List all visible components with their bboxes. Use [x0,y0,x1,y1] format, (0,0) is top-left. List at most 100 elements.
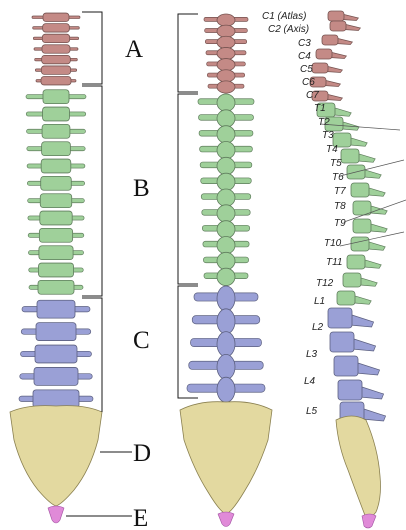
lateral-vertebra-t3 [333,133,367,147]
vertebra-label: T5 [330,158,342,169]
lateral-body-5 [312,63,328,73]
lateral-process-10 [349,138,367,146]
lateral-vertebra-t12 [337,291,371,305]
lateral-vertebra-t2 [325,117,359,131]
region-letter-b: B [133,175,150,202]
lateral-process-18 [359,278,377,286]
lateral-vertebra-c5 [312,63,342,73]
vertebra-label: C5 [300,64,313,75]
posterior-thoracic-vertebra-spinous-4 [217,142,235,159]
vertebra-label: L2 [312,322,324,333]
anterior-lumbar [19,300,93,408]
anterior-cervical [32,13,80,85]
vertebra-label: C3 [298,38,311,49]
lateral-vertebrae [310,11,387,422]
vertebra-label: T11 [326,257,343,268]
bracket-posterior-thoracic [178,94,198,284]
posterior-cervical [204,14,248,93]
lateral-process-11 [357,154,375,162]
lateral-body-16 [351,237,369,251]
anterior-thoracic [26,90,86,295]
lateral-process-12 [363,170,381,178]
vertebra-label: C7 [306,90,319,101]
anterior-lumbar-vertebra-body-3 [35,345,77,363]
lateral-vertebra-l3 [334,356,380,376]
lateral-coccyx [362,514,376,528]
lateral-body-15 [353,219,371,233]
lateral-body-17 [347,255,365,269]
lateral-process-21 [352,339,376,351]
lateral-process-16 [367,242,385,250]
vertebra-label: T9 [334,218,346,229]
region-letter-a: A [125,36,143,63]
vertebra-label: L3 [306,349,318,360]
posterior-cervical-vertebra-spinous-6 [217,70,235,82]
anterior-lumbar-vertebra-body-1 [37,300,75,318]
anterior-thoracic-vertebra-body-1 [43,90,69,104]
posterior-thoracic-vertebra-spinous-5 [217,157,235,174]
vertebra-label: C1 (Atlas) [262,11,306,22]
anterior-lumbar-vertebra-body-2 [36,323,76,341]
vertebra-label: T4 [326,144,338,155]
vertebra-label: C2 (Axis) [268,24,309,35]
vertebra-label: T7 [334,186,346,197]
lateral-body-2 [330,21,346,31]
anterior-thoracic-vertebra-body-10 [39,246,73,260]
lateral-body-14 [353,201,371,215]
lateral-body-22 [334,356,358,376]
anterior-cervical-vertebra-body-7 [41,76,71,84]
vertebra-label: C4 [298,51,311,62]
anterior-sacrum [10,406,102,506]
anterior-coccyx [48,506,64,523]
posterior-cervical-vertebra-spinous-7 [217,81,235,93]
vertebra-label: T3 [322,130,334,141]
posterior-cervical-vertebra-spinous-3 [217,36,235,48]
lateral-process-23 [360,387,384,399]
lateral-body-18 [343,273,361,287]
lateral-process-22 [356,363,380,375]
posterior-thoracic-vertebra-spinous-2 [217,110,235,127]
lateral-body-21 [330,332,354,352]
anterior-cervical-vertebra-body-5 [42,55,71,63]
lateral-vertebra-t4 [341,149,375,163]
lateral-body-11 [341,149,359,163]
posterior-thoracic-vertebra-spinous-9 [217,221,235,238]
lateral-process-6 [324,81,340,87]
anterior-view [10,13,102,523]
posterior-lumbar-vertebra-spinous-2 [217,309,235,334]
lateral-body-20 [328,308,352,328]
anterior-lumbar-vertebra-body-5 [33,390,79,408]
anterior-thoracic-vertebra-body-7 [40,194,71,208]
region-letters: A B C D E [125,36,151,530]
lateral-process-20 [350,315,374,327]
posterior-cervical-vertebra-spinous-2 [217,25,235,37]
anterior-thoracic-vertebra-body-4 [42,142,71,156]
lateral-process-8 [333,108,351,116]
lateral-body-19 [337,291,355,305]
lateral-vertebra-l1 [328,308,374,328]
anterior-cervical-vertebra-body-3 [42,34,69,42]
posterior-thoracic-vertebra-spinous-11 [217,252,235,269]
lateral-vertebra-t10 [347,255,381,269]
posterior-lumbar-vertebra-spinous-1 [217,286,235,311]
lateral-vertebra-t6 [351,183,385,197]
lateral-process-24 [362,409,386,421]
lateral-process-2 [344,25,360,31]
lateral-view: C1 (Atlas)C2 (Axis)C3C4C5C6C7T1T2T3T4T5T… [262,11,406,528]
lateral-vertebra-c4 [316,49,346,59]
anterior-thoracic-vertebra-body-6 [41,176,72,190]
lateral-vertebra-l2 [330,332,376,352]
bracket-posterior-cervical [178,14,198,92]
posterior-thoracic-vertebra-spinous-7 [217,189,235,206]
lateral-process-13 [367,188,385,196]
posterior-cervical-vertebra-spinous-1 [217,14,235,26]
lateral-vertebra-c2 [330,21,360,31]
posterior-view [178,14,272,527]
posterior-cervical-vertebra-spinous-4 [217,47,235,59]
lateral-process-1 [342,15,358,21]
lateral-process-17 [363,260,381,268]
lateral-vertebra-l4 [338,380,384,400]
posterior-thoracic-vertebra-spinous-3 [217,126,235,143]
posterior-lumbar-vertebra-spinous-3 [217,332,235,357]
vertebra-label: L4 [304,376,316,387]
